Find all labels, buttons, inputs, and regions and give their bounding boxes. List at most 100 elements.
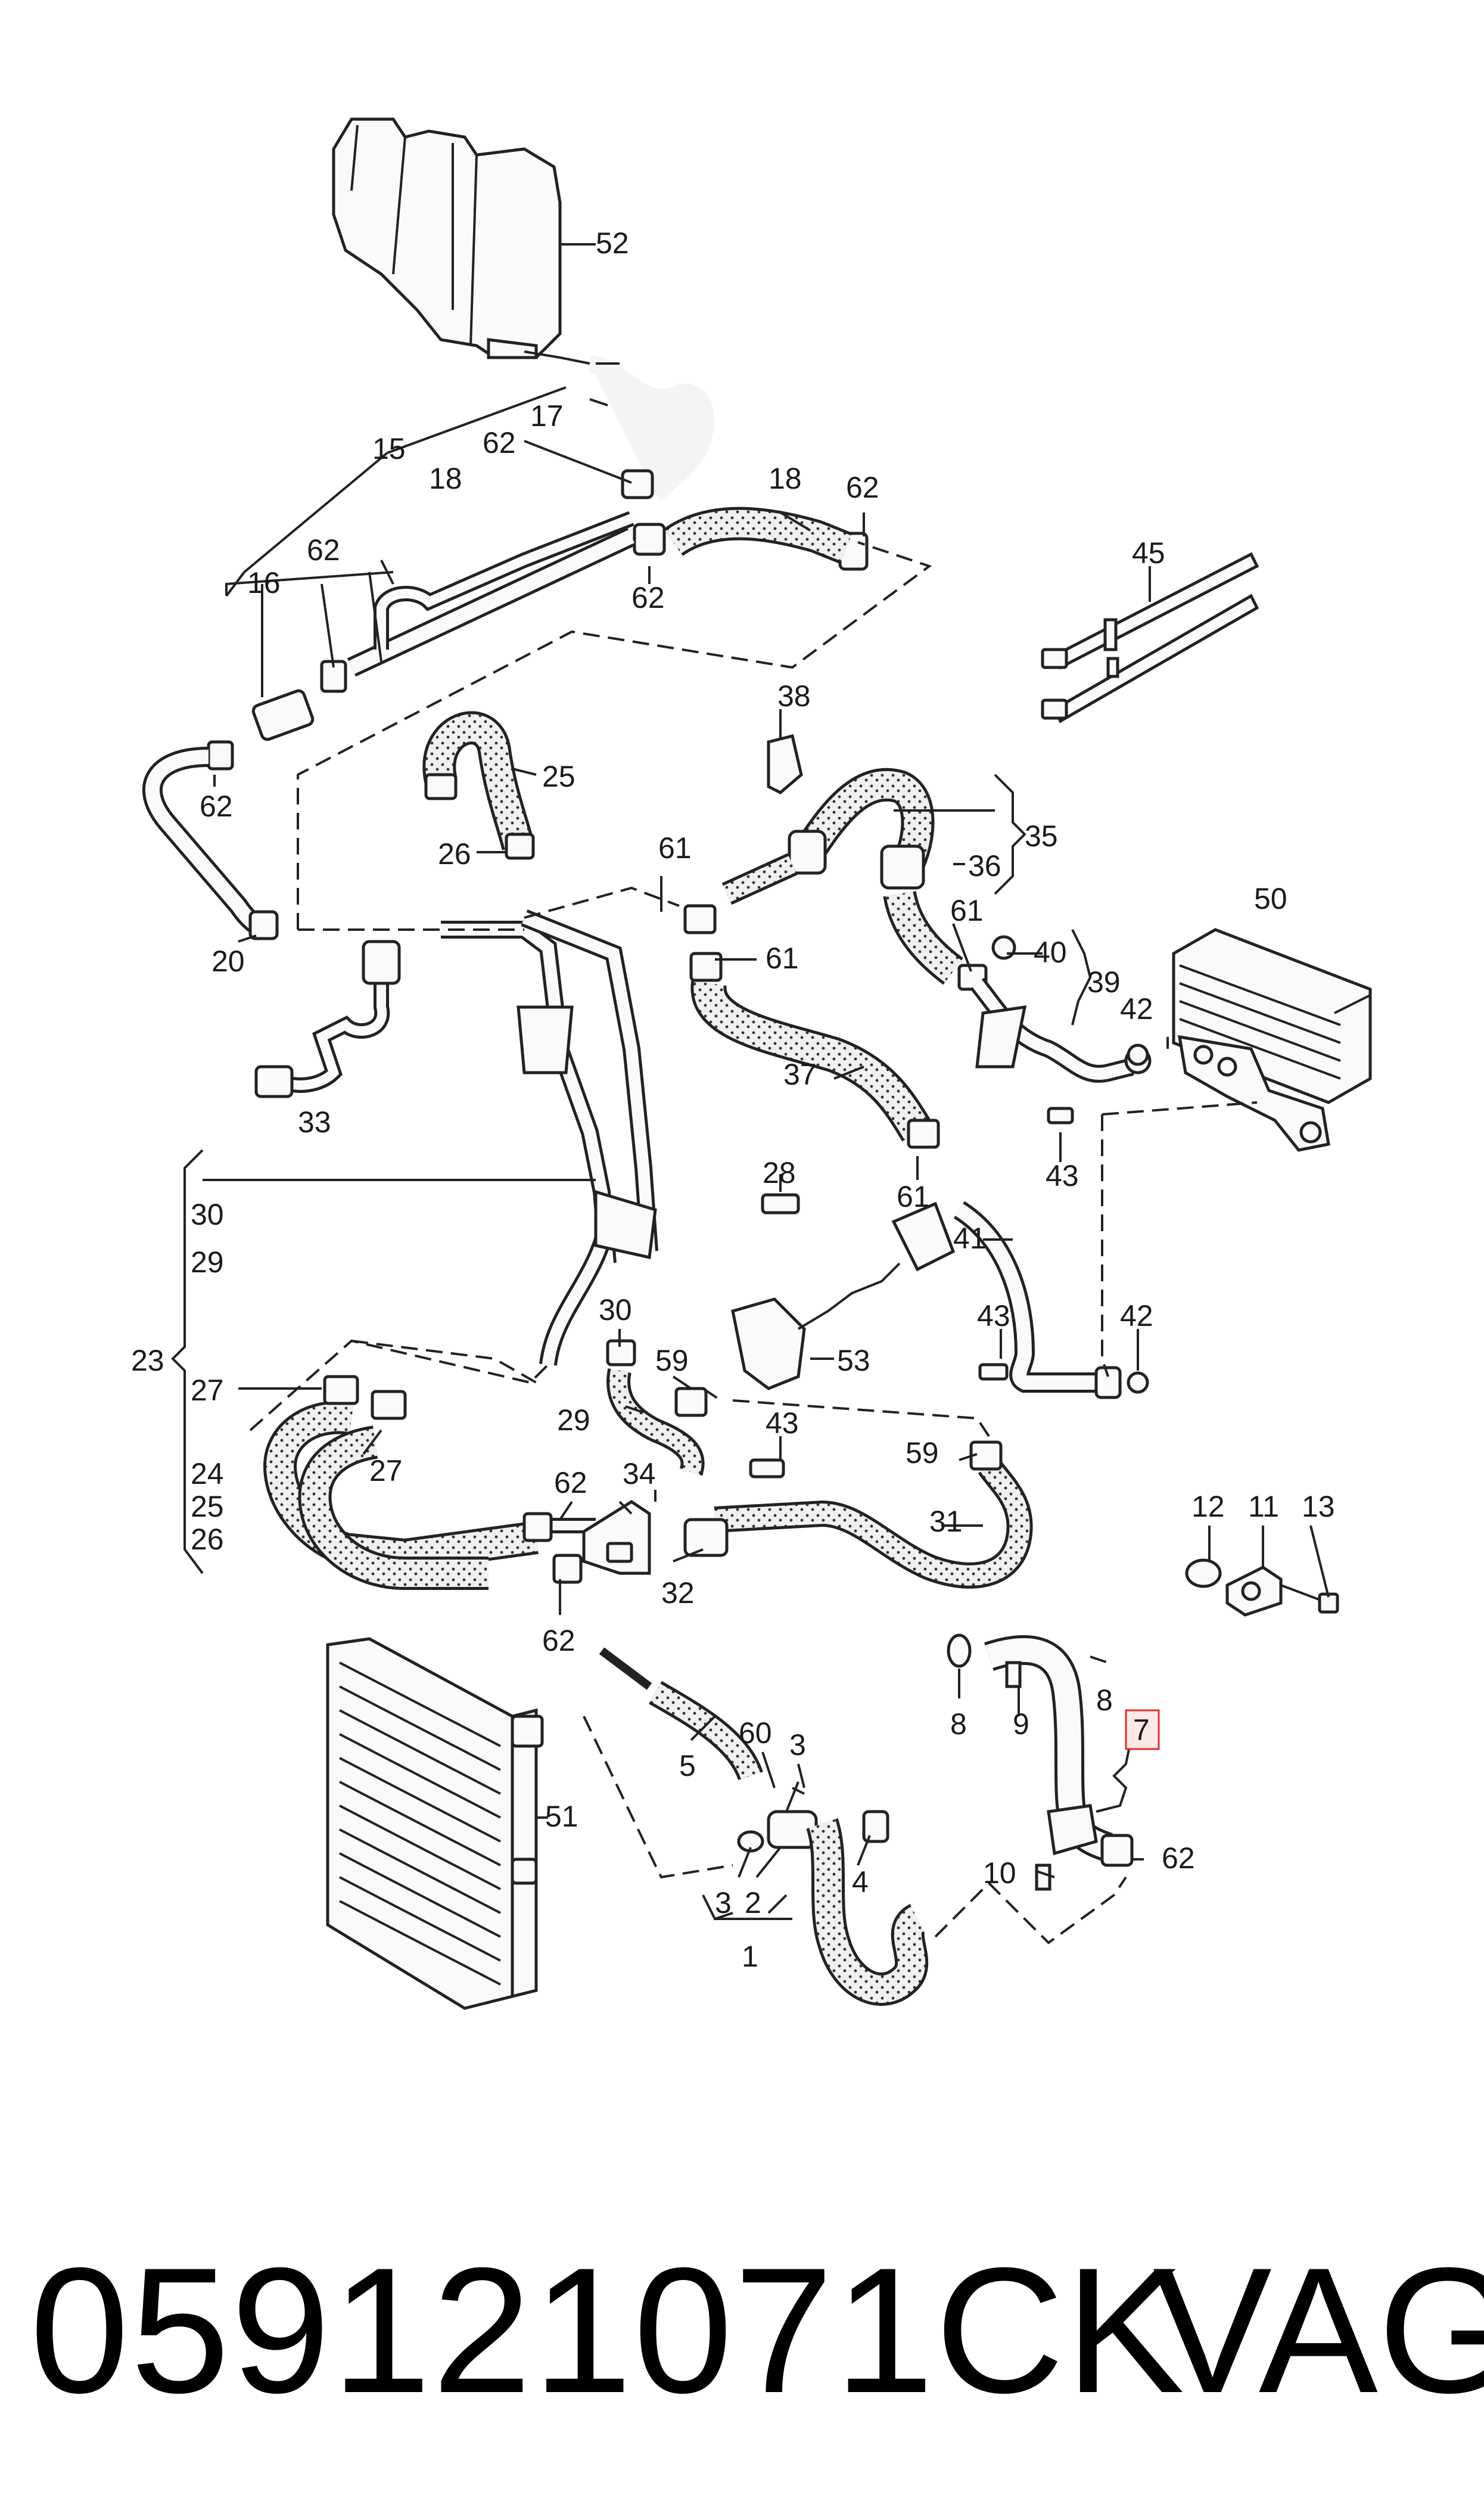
- leader-lines: [171, 243, 1330, 1921]
- callout-1: 1: [742, 1940, 758, 1973]
- callout-61: 61: [766, 942, 799, 975]
- callout-10: 10: [983, 1856, 1016, 1890]
- coolant-reservoir-icon: [332, 117, 590, 365]
- callout-60: 60: [739, 1716, 772, 1750]
- callout-42: 42: [1120, 1299, 1153, 1333]
- callout-15: 15: [372, 432, 406, 465]
- hose-37: [683, 904, 988, 1149]
- oil-cooler-icon: [1172, 928, 1372, 1152]
- hose-1: [806, 1818, 929, 2006]
- pipe-7: [947, 1633, 1134, 1891]
- callout-34: 34: [623, 1457, 656, 1490]
- callout-23: 23: [131, 1344, 164, 1377]
- callout-51: 51: [545, 1800, 578, 1833]
- callout-62: 62: [542, 1624, 575, 1657]
- callout-43: 43: [977, 1299, 1010, 1333]
- callout-62: 62: [307, 533, 340, 567]
- hose-5: [599, 1647, 763, 1781]
- pipe-34: [582, 1500, 651, 1575]
- callout-40: 40: [1034, 936, 1067, 969]
- flange-11: [1185, 1558, 1339, 1617]
- callout-31: 31: [929, 1505, 963, 1538]
- callout-11: 11: [1248, 1490, 1279, 1523]
- callout-62: 62: [483, 426, 516, 459]
- pipe-33: [254, 940, 401, 1098]
- callout-32: 32: [661, 1576, 695, 1610]
- radiator-icon: [326, 1637, 544, 2010]
- cable-tie-icon: [1041, 552, 1259, 723]
- callout-5: 5: [679, 1749, 696, 1782]
- callout-52: 52: [596, 226, 629, 260]
- clip-38: [767, 734, 803, 794]
- callout-9: 9: [1013, 1707, 1029, 1741]
- callout-7-highlight: [1125, 1709, 1160, 1750]
- hose-18: [663, 507, 853, 564]
- callout-3: 3: [715, 1886, 732, 1919]
- callout-62: 62: [554, 1466, 587, 1499]
- pipe-assembly-15: [142, 511, 636, 940]
- callout-labels: 52 17 15 18 62 18 62 62 16 62 62 20 45 3…: [131, 226, 1335, 1973]
- callout-62: 62: [1162, 1841, 1195, 1875]
- hose-bundle-24: [263, 1375, 596, 1590]
- hose-41: [953, 1201, 1122, 1399]
- callout-62: 62: [631, 581, 665, 614]
- callout-30: 30: [191, 1198, 224, 1231]
- callout-62: 62: [846, 471, 879, 504]
- callout-36: 36: [968, 849, 1001, 883]
- callout-8: 8: [950, 1707, 967, 1741]
- auxiliary-pump-icon: [731, 1201, 956, 1390]
- callout-30: 30: [599, 1293, 632, 1327]
- callout-33: 33: [298, 1105, 331, 1139]
- callout-24: 24: [191, 1457, 224, 1490]
- callout-35: 35: [1025, 819, 1058, 853]
- hose-31: [683, 1440, 1033, 1589]
- callout-43: 43: [1046, 1159, 1079, 1192]
- bolt-icon: [749, 1043, 1149, 1479]
- hose-29: [606, 1339, 708, 1476]
- callout-27: 27: [369, 1454, 403, 1487]
- pump-2: [737, 1781, 889, 1853]
- callout-26: 26: [191, 1523, 224, 1556]
- callout-2: 2: [745, 1886, 761, 1919]
- callout-41: 41: [953, 1222, 987, 1255]
- callout-37: 37: [783, 1058, 817, 1091]
- callout-20: 20: [211, 945, 245, 978]
- callout-59: 59: [906, 1436, 939, 1470]
- upper-hose-17: [587, 355, 715, 501]
- callout-18: 18: [769, 462, 802, 495]
- callout-50: 50: [1254, 882, 1287, 915]
- callout-25: 25: [191, 1490, 224, 1523]
- callout-43: 43: [766, 1406, 799, 1440]
- parts-diagram: 52 17 15 18 62 18 62 62 16 62 62 20 45 3…: [131, 117, 1372, 2010]
- callout-13: 13: [1302, 1490, 1335, 1523]
- callout-3: 3: [789, 1728, 806, 1762]
- callout-38: 38: [777, 679, 811, 713]
- callout-61: 61: [950, 894, 984, 927]
- callout-61: 61: [658, 831, 692, 865]
- callout-12: 12: [1191, 1490, 1225, 1523]
- callout-61: 61: [897, 1180, 930, 1213]
- callout-8: 8: [1096, 1684, 1113, 1717]
- part-number: 059121071CK: [30, 2230, 1186, 2430]
- callout-16: 16: [247, 566, 281, 600]
- callout-59: 59: [655, 1344, 689, 1377]
- callout-62: 62: [200, 790, 233, 823]
- callout-27: 27: [191, 1374, 224, 1407]
- callout-29: 29: [557, 1403, 590, 1437]
- callout-26: 26: [438, 837, 471, 871]
- callout-18: 18: [429, 462, 462, 495]
- callout-17: 17: [530, 399, 564, 433]
- hose-35: [721, 768, 963, 985]
- callout-45: 45: [1132, 536, 1165, 570]
- hose-25: [422, 711, 535, 860]
- callout-25: 25: [542, 760, 575, 793]
- callout-53: 53: [837, 1344, 870, 1377]
- callout-28: 28: [763, 1156, 796, 1189]
- callout-42: 42: [1120, 992, 1153, 1026]
- callout-7: 7: [1133, 1713, 1150, 1747]
- callout-4: 4: [852, 1865, 869, 1899]
- callout-39: 39: [1087, 965, 1121, 999]
- callout-29: 29: [191, 1245, 224, 1279]
- dashed-connections: [249, 541, 1258, 1945]
- brand-name: VAG: [1153, 2230, 1484, 2430]
